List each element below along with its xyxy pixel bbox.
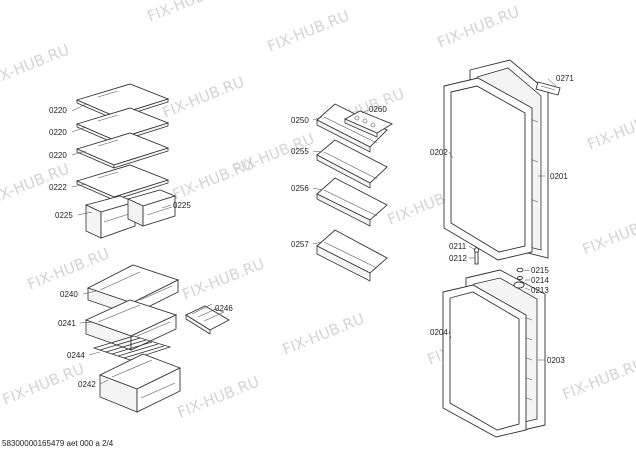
glass-shelf-4	[75, 164, 170, 201]
watermark: FIX-HUB.RU	[560, 355, 636, 404]
label-0242: 0242	[78, 380, 96, 389]
drawer-0241	[84, 299, 178, 351]
label-0250: 0250	[291, 116, 309, 125]
watermark: FIX-HUB.RU	[0, 360, 87, 409]
label-0211: 0211	[449, 242, 467, 251]
hinge-parts-0213-0215	[513, 267, 525, 289]
egg-holder-0260	[343, 110, 394, 138]
watermark: FIX-HUB.RU	[280, 310, 367, 359]
label-0202: 0202	[430, 148, 448, 157]
wire-grid-0244	[92, 335, 172, 361]
label-0256: 0256	[291, 184, 309, 193]
label-0213: 0213	[531, 286, 549, 295]
watermark: FIX-HUB.RU	[0, 41, 72, 90]
label-0220: 0220	[49, 151, 67, 160]
leader-lines	[71, 78, 557, 385]
door-label-0271	[535, 81, 561, 96]
label-0220: 0220	[49, 106, 67, 115]
part-labels: 0220 0220 0220 0222 0225 0225 0240 0241 …	[49, 74, 574, 389]
glass-shelf-3	[75, 132, 170, 169]
door-shelf-0255	[316, 139, 388, 189]
document-footer: 58300000165479 aet 000 a 2/4	[2, 439, 114, 448]
label-0225: 0225	[55, 211, 73, 220]
label-0241: 0241	[58, 319, 76, 328]
drawer-0242	[98, 353, 182, 413]
label-0260: 0260	[369, 105, 387, 114]
watermark: FIX-HUB.RU	[435, 3, 522, 52]
hinge-0211-0212	[473, 247, 480, 265]
watermark: FIX-HUB.RU	[580, 210, 636, 259]
watermark: FIX-HUB.RU	[145, 0, 232, 26]
label-0222: 0222	[49, 183, 67, 192]
label-0204: 0204	[430, 328, 448, 337]
label-0212: 0212	[449, 254, 467, 263]
label-0215: 0215	[531, 266, 549, 275]
label-0214: 0214	[531, 276, 549, 285]
watermark: FIX-HUB.RU	[585, 105, 636, 154]
label-0203: 0203	[547, 356, 565, 365]
freezer-gasket-0204	[442, 284, 527, 438]
watermark: FIX-HUB.RU	[180, 255, 267, 304]
label-0220: 0220	[49, 128, 67, 137]
label-0257: 0257	[291, 240, 309, 249]
watermark: FIX-HUB.RU	[265, 7, 352, 56]
label-0201: 0201	[550, 172, 568, 181]
door-gasket-0202	[443, 77, 533, 261]
label-0225: 0225	[173, 201, 191, 210]
crisper-cover-left	[84, 195, 137, 239]
label-0244: 0244	[67, 351, 85, 360]
label-0255: 0255	[291, 147, 309, 156]
watermark: FIX-HUB.RU	[160, 73, 247, 122]
egg-tray-0246	[185, 303, 230, 335]
crisper-cover-right	[126, 189, 177, 227]
watermark: FIX-HUB.RU	[175, 373, 262, 422]
door-shelf-0257	[316, 229, 388, 282]
door-shelf-0256	[316, 177, 388, 227]
label-0240: 0240	[60, 290, 78, 299]
label-0271: 0271	[556, 74, 574, 83]
label-0246: 0246	[215, 304, 233, 313]
